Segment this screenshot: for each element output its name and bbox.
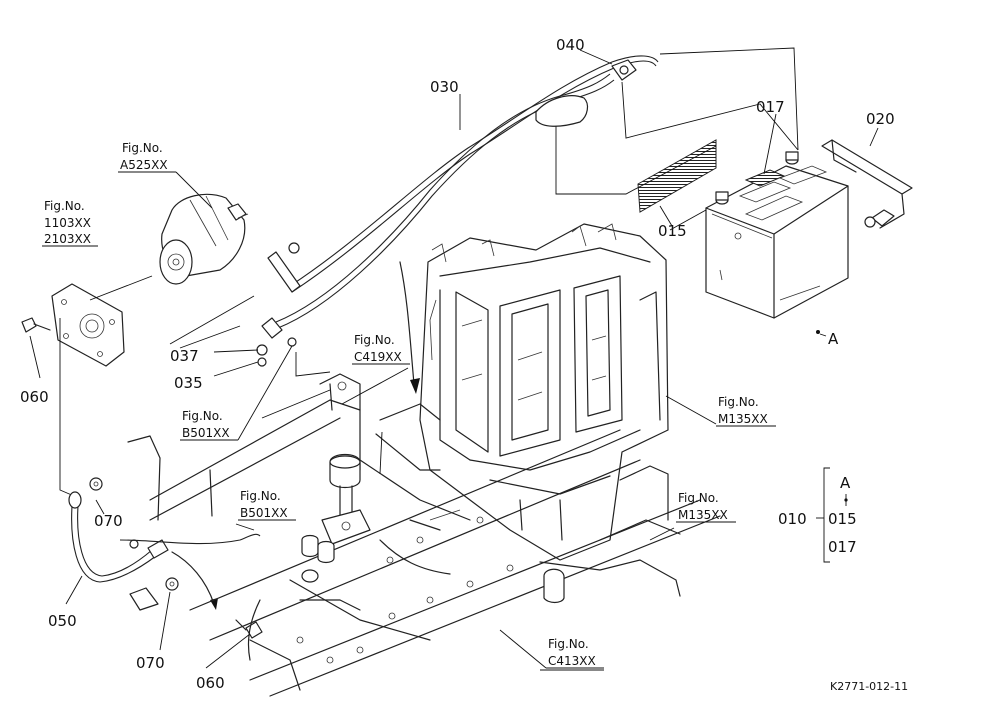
fig-ref-1103[interactable]: Fig.No. 1103XX 2103XX [44,199,91,246]
label-015: 015 [658,222,687,240]
front-frame-casting [419,223,669,561]
label-070-upper: 070 [94,512,123,530]
svg-text:Fig.No.: Fig.No. [354,333,395,347]
svg-text:Fig.No.: Fig.No. [678,491,719,505]
legend-item-017: 017 [828,538,857,556]
fig-ref-b501-upper[interactable]: Fig.No. B501XX [182,409,230,440]
svg-text:C413XX: C413XX [548,654,596,668]
label-070-lower: 070 [136,654,165,672]
engine-adapter-plate [51,283,125,367]
svg-text:1103XX: 1103XX [44,216,91,230]
bolt-060-upper [21,317,51,333]
label-035: 035 [174,374,203,392]
legend-parent: 010 [778,510,807,528]
svg-text:2103XX: 2103XX [44,232,91,246]
label-A: A [828,330,839,348]
starter-motor [159,193,249,285]
label-017: 017 [756,98,785,116]
fig-ref-c413[interactable]: Fig.No. C413XX [548,637,596,668]
battery-cable-030 [261,55,659,339]
svg-text:B501XX: B501XX [182,426,230,440]
fig-ref-m135-lower[interactable]: Fig.No. M135XX [678,491,728,522]
battery-holder-bracket [821,139,913,229]
label-060-upper: 060 [20,388,49,406]
washer-035 [257,357,267,367]
drawing-code: K2771-012-11 [830,680,908,693]
label-050: 050 [48,612,77,630]
svg-text:B501XX: B501XX [240,506,288,520]
legend-item-a: A [840,474,851,492]
fig-ref-b501-lower[interactable]: Fig.No. B501XX [240,489,288,520]
svg-text:Fig.No.: Fig.No. [44,199,85,213]
fig-ref-a525[interactable]: Fig.No. A525XX [120,141,168,172]
nut-070-lower [165,577,179,591]
label-060-lower: 060 [196,674,225,692]
svg-text:Fig.No.: Fig.No. [240,489,281,503]
svg-text:M135XX: M135XX [678,508,728,522]
nut-070-upper [89,477,103,491]
fig-ref-c419[interactable]: Fig.No. C419XX [354,333,402,364]
assembly-legend: 010 A 015 017 [778,467,857,563]
svg-text:C419XX: C419XX [354,350,402,364]
label-020: 020 [866,110,895,128]
ground-cable-050 [68,491,169,583]
svg-text:Fig.No.: Fig.No. [718,395,759,409]
nut-037 [256,344,268,356]
svg-text:M135XX: M135XX [718,412,768,426]
label-037: 037 [170,347,199,365]
label-040: 040 [556,36,585,54]
svg-text:A525XX: A525XX [120,158,168,172]
legend-item-015: 015 [828,510,857,528]
svg-text:Fig.No.: Fig.No. [182,409,223,423]
svg-text:Fig.No.: Fig.No. [122,141,163,155]
rubber-mount [301,453,565,604]
label-030: 030 [430,78,459,96]
chassis-frame [127,373,721,697]
warning-label-015 [637,139,717,213]
fig-ref-m135-upper[interactable]: Fig.No. M135XX [718,395,768,426]
svg-text:Fig.No.: Fig.No. [548,637,589,651]
battery [705,151,849,334]
